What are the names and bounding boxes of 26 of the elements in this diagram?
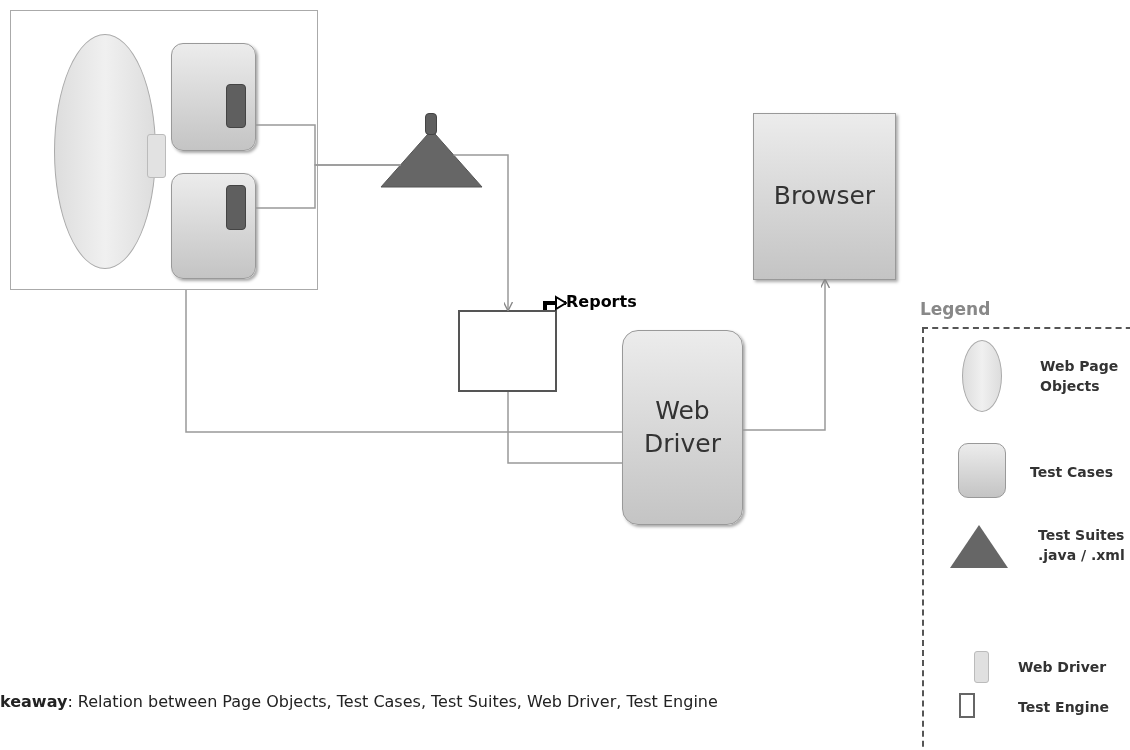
legend-heading: Legend xyxy=(920,299,991,319)
connector-line xyxy=(254,164,402,209)
test-case-box xyxy=(171,173,256,279)
legend-label: Web Driver xyxy=(1018,658,1108,677)
node-title: Web Driver xyxy=(643,395,722,460)
test-case-box xyxy=(171,43,256,151)
testing-block xyxy=(226,84,246,128)
testing-block xyxy=(425,113,437,135)
node-label: Reports xyxy=(566,291,637,311)
group-frame xyxy=(10,10,318,290)
arrow xyxy=(543,296,567,310)
legend-label: Web Page Objects xyxy=(1040,357,1120,397)
node-title: Browser xyxy=(773,180,876,213)
legend-label: Test Suites .java / .xml xyxy=(1038,526,1126,566)
connector-line xyxy=(185,289,623,433)
arrow xyxy=(452,154,514,312)
connector-line xyxy=(507,391,623,464)
legend-label: Test Engine xyxy=(1018,698,1110,717)
browser-box xyxy=(753,113,896,280)
web-driver-box xyxy=(622,330,743,525)
arrow xyxy=(742,278,831,431)
testing-block xyxy=(226,185,246,230)
takeaway-note: keaway: Relation between Page Objects, Test Cases, Test Suites, Web Driver, Test Engine xyxy=(0,692,718,711)
test-engine-box xyxy=(458,310,557,392)
web-driver-tab xyxy=(147,134,166,178)
legend-label: Test Cases xyxy=(1030,463,1114,482)
